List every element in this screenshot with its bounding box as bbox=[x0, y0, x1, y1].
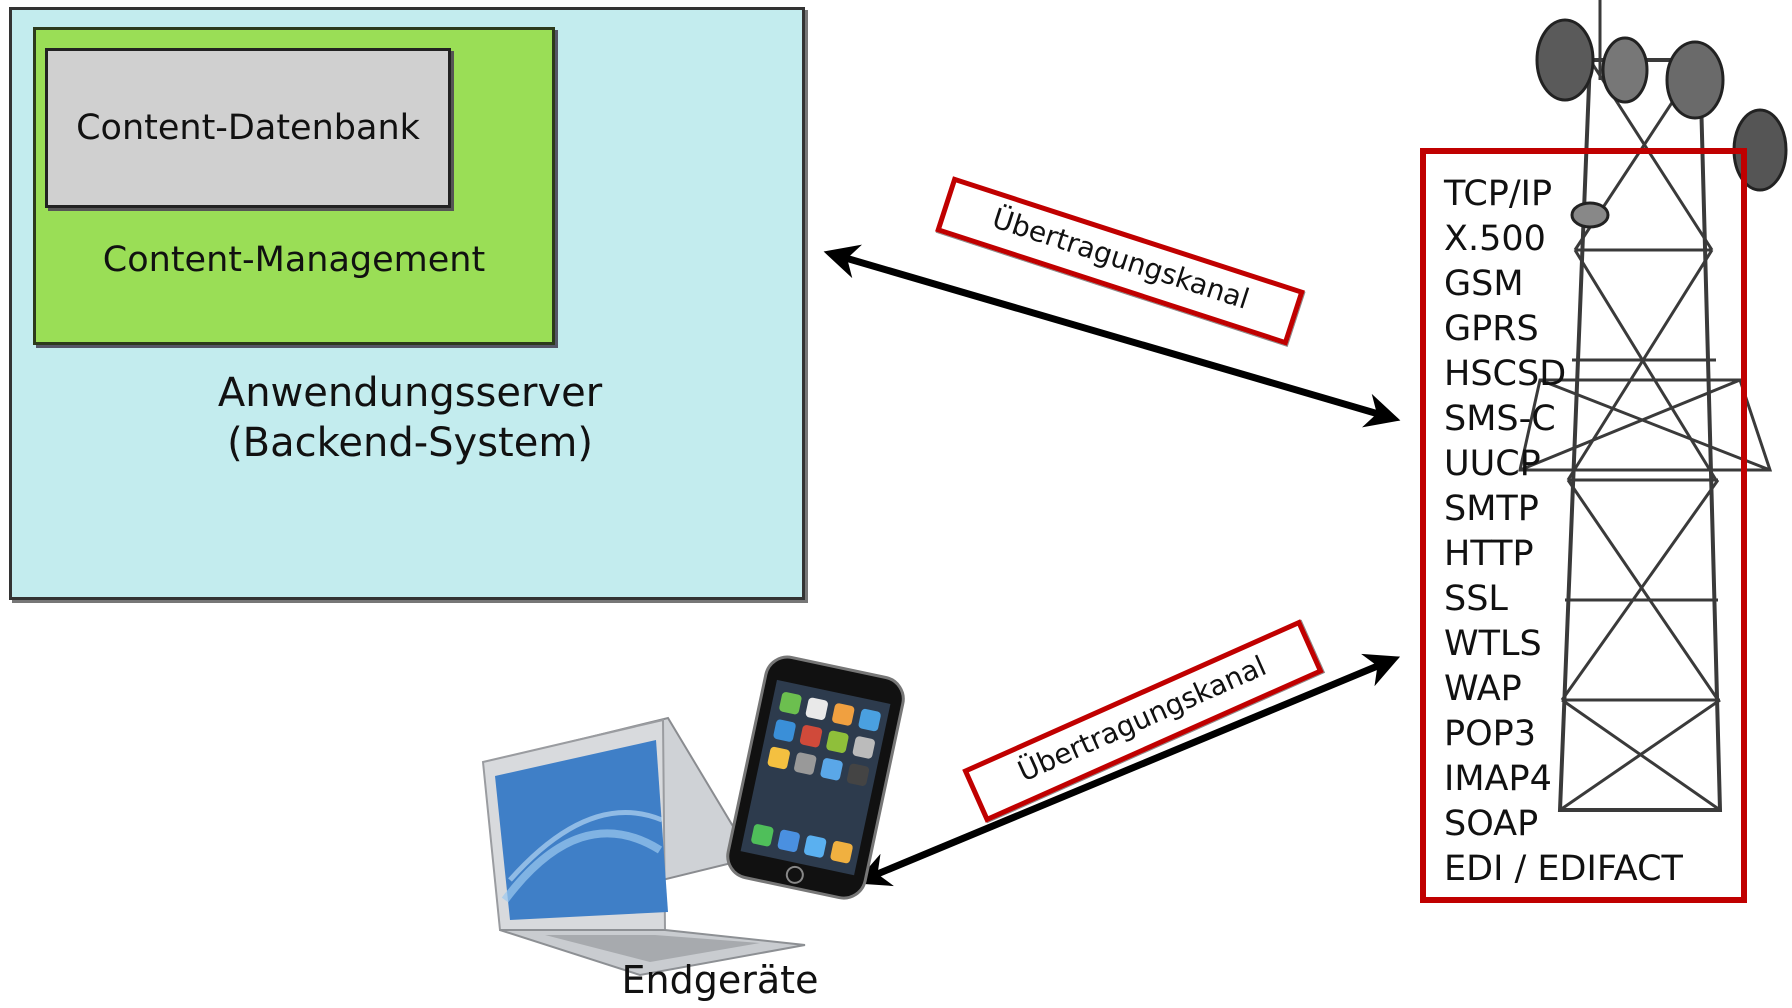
protocol-item: SMTP bbox=[1444, 489, 1539, 529]
application-server-title: Anwendungsserver bbox=[217, 370, 603, 416]
content-database-label: Content-Datenbank bbox=[76, 108, 420, 148]
content-management-label: Content-Management bbox=[102, 240, 486, 280]
protocol-item: UUCP bbox=[1444, 444, 1541, 484]
protocol-item: WTLS bbox=[1444, 624, 1542, 664]
protocol-item: SMS-C bbox=[1444, 399, 1556, 439]
protocol-item: GSM bbox=[1444, 264, 1524, 304]
protocol-item: X.500 bbox=[1444, 219, 1546, 259]
cell-tower-icon bbox=[1518, 0, 1788, 812]
laptop-icon bbox=[481, 716, 806, 977]
protocol-item: EDI / EDIFACT bbox=[1444, 849, 1683, 889]
arrow-devices-tower bbox=[854, 653, 1401, 887]
protocol-item: POP3 bbox=[1444, 714, 1537, 754]
content-database-box: Content-Datenbank bbox=[45, 48, 451, 208]
smartphone-icon bbox=[726, 655, 905, 900]
protocol-item: HSCSD bbox=[1444, 354, 1567, 394]
protocol-item: WAP bbox=[1444, 669, 1522, 709]
arrow-server-tower bbox=[823, 244, 1401, 428]
application-server-subtitle: (Backend-System) bbox=[227, 420, 593, 466]
protocol-item: HTTP bbox=[1444, 534, 1534, 574]
application-server-label: Anwendungsserver (Backend-System) bbox=[150, 368, 670, 468]
protocol-item: SOAP bbox=[1444, 804, 1539, 844]
protocol-item: GPRS bbox=[1444, 309, 1539, 349]
protocol-item: TCP/IP bbox=[1444, 174, 1553, 214]
protocol-item: SSL bbox=[1444, 579, 1508, 619]
protocol-item: IMAP4 bbox=[1444, 759, 1552, 799]
devices-label: Endgeräte bbox=[621, 958, 819, 1002]
